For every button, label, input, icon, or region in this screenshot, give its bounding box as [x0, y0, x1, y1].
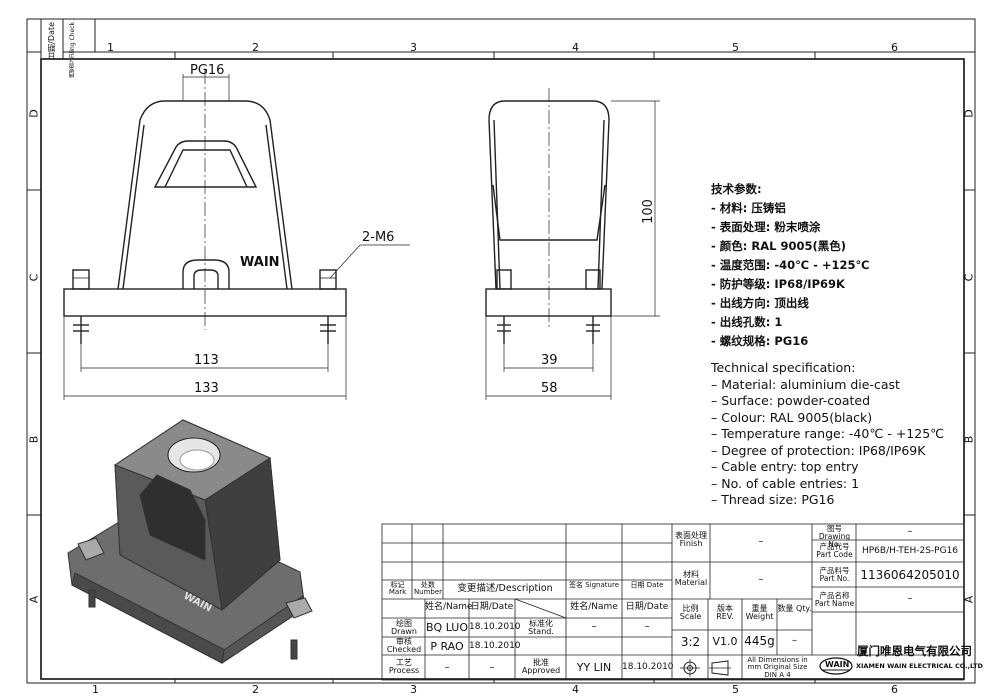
tb-number-label: 处数 Number — [413, 581, 443, 597]
isometric-view — [67, 419, 313, 665]
dim-113: 113 — [194, 353, 219, 368]
tb-rev-label: 版本 REV. — [716, 604, 734, 622]
spec-cn-title: 技术参数: — [711, 182, 762, 196]
tb-process-date: – — [489, 662, 495, 673]
tb-qty-label: 数量 Qty. — [777, 604, 812, 613]
spec-cn-line-5: - 防护等级: IP68/IP69K — [711, 277, 845, 291]
tb-name-label: 姓名/Name — [425, 602, 473, 612]
tb-part-no-label-visible: 产品料号 Part No. — [819, 566, 850, 583]
grid-col-2: 2 — [252, 41, 259, 54]
company-logo-text: WAIN — [825, 660, 850, 669]
tb-stand-label: 标准化 Stand. — [528, 619, 554, 637]
spec-cn-line-7: - 出线孔数: 1 — [711, 315, 783, 329]
spec-cn-line-8: - 螺纹规格: PG16 — [711, 334, 809, 348]
brand-wain-front: WAIN — [240, 255, 280, 270]
tb-weight-label: 重量 Weight — [745, 604, 774, 622]
tb-scale-value: 3:2 — [680, 635, 701, 649]
tb-part-name-label: 产品名称 Part Name — [814, 591, 855, 608]
tb-part-code-label: 产品代号 Part Code — [816, 542, 853, 559]
tb-drawn-date: 18.10.2010 — [469, 622, 521, 632]
company-name-cn: 厦门唯恩电气有限公司 — [857, 644, 972, 658]
tb-signature-label: 签名 Signature — [569, 581, 619, 589]
grid-col-1: 1 — [107, 41, 114, 54]
front-view — [63, 70, 410, 400]
spec-cn-line-4: - 温度范围: -40℃ - +125℃ — [711, 258, 870, 272]
grid-col-4-bottom: 4 — [572, 683, 579, 696]
tb-name-label-2: 姓名/Name — [570, 602, 618, 612]
spec-en-line-4: – Temperature range: -40℃ - +125℃ — [711, 426, 945, 441]
dim-133: 133 — [194, 381, 219, 396]
spec-en-line-6: – Cable entry: top entry — [711, 459, 859, 474]
tb-process-name: – — [444, 662, 450, 673]
spec-cn-line-3: - 颜色: RAL 9005(黑色) — [711, 239, 846, 253]
projection-symbol-icon — [676, 658, 740, 678]
dim-2-m6: 2-M6 — [362, 230, 395, 245]
company-name-en: XIAMEN WAIN ELECTRICAL CO.,LTD — [856, 662, 983, 670]
tb-mark-label: 标记 Mark — [388, 581, 407, 597]
tb-drawn-name: BQ LUO — [426, 621, 468, 634]
tb-date2-label: 日期/Date — [470, 602, 514, 612]
dim-58: 58 — [541, 381, 558, 396]
tb-part-name-value: – — [907, 593, 913, 604]
grid-col-3: 3 — [410, 41, 417, 54]
grid-col-3-bottom: 3 — [410, 683, 417, 696]
spec-en-line-7: – No. of cable entries: 1 — [711, 475, 860, 491]
tb-checked-label: 审核 Checked — [386, 637, 422, 655]
tb-checked-name: P RAO — [430, 640, 464, 653]
tb-date2-label-2: 日期/Date — [625, 602, 669, 612]
spec-en-line-3: – Colour: RAL 9005(black) — [711, 409, 873, 425]
tb-process-label: 工艺 Process — [388, 658, 420, 676]
grid-col-2-bottom: 2 — [252, 683, 259, 696]
spec-en-line-2: – Surface: powder-coated — [711, 393, 871, 408]
tb-approved-date: 18.10.2010 — [622, 662, 674, 672]
grid-col-1-bottom: 1 — [92, 683, 99, 696]
spec-en-line-8: – Thread size: PG16 — [711, 492, 835, 507]
spec-en-title: Technical specification: — [711, 360, 856, 375]
tb-finish-label: 表面处理 Finish — [675, 531, 707, 549]
tb-scale-label: 比例 Scale — [679, 604, 702, 622]
tb-rev-value: V1.0 — [712, 635, 738, 648]
tb-qty-value: – — [792, 635, 797, 646]
tb-stand-date: – — [644, 621, 650, 632]
dim-pg16: PG16 — [190, 63, 225, 78]
tb-checked-date: 18.10.2010 — [469, 641, 521, 651]
spec-cn-line-6: - 出线方向: 顶出线 — [711, 296, 809, 310]
tb-drawn-label: 绘图 Drawn — [391, 619, 417, 637]
grid-col-5: 5 — [732, 41, 739, 54]
grid-col-5-bottom: 5 — [732, 683, 739, 696]
tb-drawing-no-label: 图号 Drawing No. — [818, 524, 851, 549]
company-logo: WAIN — [818, 655, 854, 677]
tb-material-label: 材料 Material — [674, 570, 708, 588]
spec-en-line-5: – Degree of protection: IP68/IP69K — [711, 442, 926, 458]
tb-dims-note: All Dimensions in mm Original Size DIN A… — [747, 656, 808, 679]
spec-cn-line-1: - 材料: 压铸铝 — [711, 201, 786, 215]
grid-col-6: 6 — [891, 41, 898, 54]
tb-approved-label: 批准 Approved — [521, 658, 561, 676]
title-block-grid — [381, 523, 965, 681]
tb-drawing-no-value: – — [907, 526, 913, 537]
tb-date-label: 日期 Date — [630, 581, 664, 589]
tb-description-label: 变更描述/Description — [457, 583, 553, 594]
tb-material-value: – — [758, 574, 764, 585]
dim-39: 39 — [541, 353, 558, 368]
tb-part-code-value: HP6B/H-TEH-2S-PG16 — [861, 546, 959, 556]
tb-weight-value: 445g — [744, 634, 775, 648]
grid-col-6-bottom: 6 — [891, 683, 898, 696]
tb-approved-name: YY LIN — [576, 661, 612, 674]
spec-cn-line-2: - 表面处理: 粉末喷涂 — [711, 220, 821, 234]
tb-part-no-value: 1136064205010 — [860, 568, 960, 582]
tb-finish-value: – — [758, 536, 764, 547]
spec-en-line-1: – Material: aluminium die-cast — [711, 376, 900, 392]
side-view — [485, 88, 660, 400]
tb-stand-name: – — [591, 621, 597, 632]
grid-col-4: 4 — [572, 41, 579, 54]
